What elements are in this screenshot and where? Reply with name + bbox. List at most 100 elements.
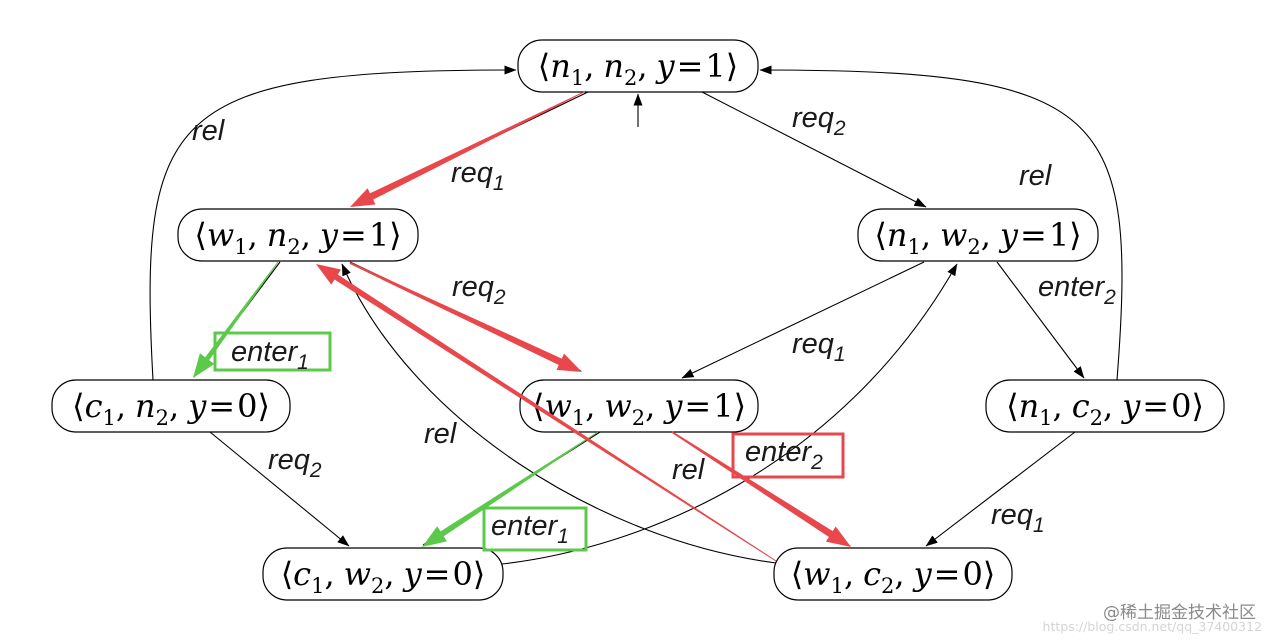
state-label-part: 0 [237,387,257,425]
state-label-part: 1 [102,406,115,430]
state-label-part: y [662,387,683,425]
state-label-part: ⟨ [194,216,206,254]
transition-label-action: rel [192,115,226,147]
state-label-part: 1 [831,574,844,598]
state-label-part: 2 [624,66,637,90]
transition-label: rel [1019,160,1053,192]
state-label-part: = [208,387,235,425]
state-label-part: y [912,555,933,593]
transition-label: req2 [268,444,322,482]
transition-label-subscript: 1 [834,343,846,366]
transition-label: req2 [452,271,506,309]
state-label: ⟨n1,c2,y=0⟩ [1006,387,1204,430]
transition-label: rel [672,454,706,486]
state-label: ⟨c1,n2,y=0⟩ [72,387,270,430]
state-box [177,208,419,262]
transition-label: req1 [991,499,1045,537]
transition-label: enter1 [491,510,569,548]
state-label-part: ⟨ [874,216,886,254]
state-node: ⟨c1,w2,y=0⟩ [262,547,504,601]
transition-label: enter2 [1038,271,1116,309]
state-label-part: 1 [1049,216,1069,254]
state-label-part: , [584,47,594,85]
transition-req2-edge [701,91,927,208]
state-label-part: 1 [1039,406,1052,430]
transition-label-subscript: 1 [557,525,569,548]
transition-labels: req1req2enter1req2req1enter2relrelreq2re… [192,102,1116,552]
state-label-part: y [402,555,423,593]
transition-label-action: req [792,328,834,360]
state-label-part: c [1072,387,1090,425]
state-box [262,547,504,601]
state-label-part: ⟩ [257,387,269,425]
transition-label-action: req [792,102,834,134]
state-label-part: , [921,216,931,254]
state-label-part: , [1103,387,1113,425]
transition-label-box [482,506,588,552]
state-box [519,379,759,433]
state-label-part: ⟨ [72,387,84,425]
state-label: ⟨n1,n2,y=1⟩ [538,47,739,90]
transition-label-box [213,331,332,372]
state-label-part: 2 [156,406,169,430]
transition-label: req2 [792,102,846,140]
transition-label-action: req [268,444,310,476]
state-label-part: ⟨ [281,555,293,593]
state-label-part: 1 [234,235,247,259]
state-label-part: ⟩ [389,216,401,254]
transition-label-action: req [451,157,493,189]
transition-req1-edge [681,261,925,379]
transition-label: enter2 [745,436,823,474]
state-label-part: 1 [907,235,920,259]
transition-label-subscript: 1 [1033,514,1045,537]
state-label-part: y [655,47,676,85]
state-label-part: ⟩ [983,555,995,593]
state-label-part: n [1019,387,1040,425]
state-label-part: y [318,216,339,254]
state-label-part: w [604,387,631,425]
transition-label-subscript: 2 [810,451,823,474]
transition-label-subscript: 1 [493,172,505,195]
state-label-part: c [85,387,103,425]
state-label-part: , [1053,387,1063,425]
transition-rel-edge [501,263,958,565]
state-label-part: 2 [881,574,894,598]
state-label: ⟨w1,n2,y=1⟩ [194,216,401,259]
state-label-part: n [887,216,908,254]
highlighted-trace [193,90,851,562]
transition-enter2-edge [996,261,1085,379]
state-label-part: , [637,47,647,85]
state-label-part: 1 [572,406,585,430]
transition-label-action: req [452,271,494,303]
state-node: ⟨n1,n2,y=1⟩ [517,39,759,93]
transition-label-action: rel [424,418,458,450]
state-label-part: , [981,216,991,254]
state-node: ⟨c1,n2,y=0⟩ [51,379,291,433]
transition-label-box [731,432,845,479]
transition-label-action: rel [1019,160,1053,192]
state-label: ⟨c1,w2,y=0⟩ [281,555,486,598]
transition-label: rel [192,115,226,147]
state-box [517,39,759,93]
transition-label-subscript: 1 [297,351,309,374]
transition-label-subscript: 2 [1103,286,1116,309]
state-label-part: 1 [713,387,733,425]
state-label-part: 0 [452,555,472,593]
state-label-part: ⟩ [1191,387,1203,425]
state-label-part: y [186,387,207,425]
state-label-part: c [863,555,881,593]
watermark-url: https://blog.csdn.net/qq_37400312 [1043,619,1262,634]
transition-rel-edge [759,65,1123,381]
state-label-part: n [267,216,288,254]
state-label-part: 1 [705,47,725,85]
state-label-part: n [550,47,571,85]
transition-enter1-highlight-arrow [422,431,599,547]
state-label-part: = [934,555,961,593]
transition-label-subscript: 2 [833,117,846,140]
state-label-part: , [585,387,595,425]
transition-req1-edge [925,431,1076,547]
state-label-part: ⟨ [1006,387,1018,425]
state-label-part: 2 [287,235,300,259]
transition-label-action: rel [672,454,706,486]
